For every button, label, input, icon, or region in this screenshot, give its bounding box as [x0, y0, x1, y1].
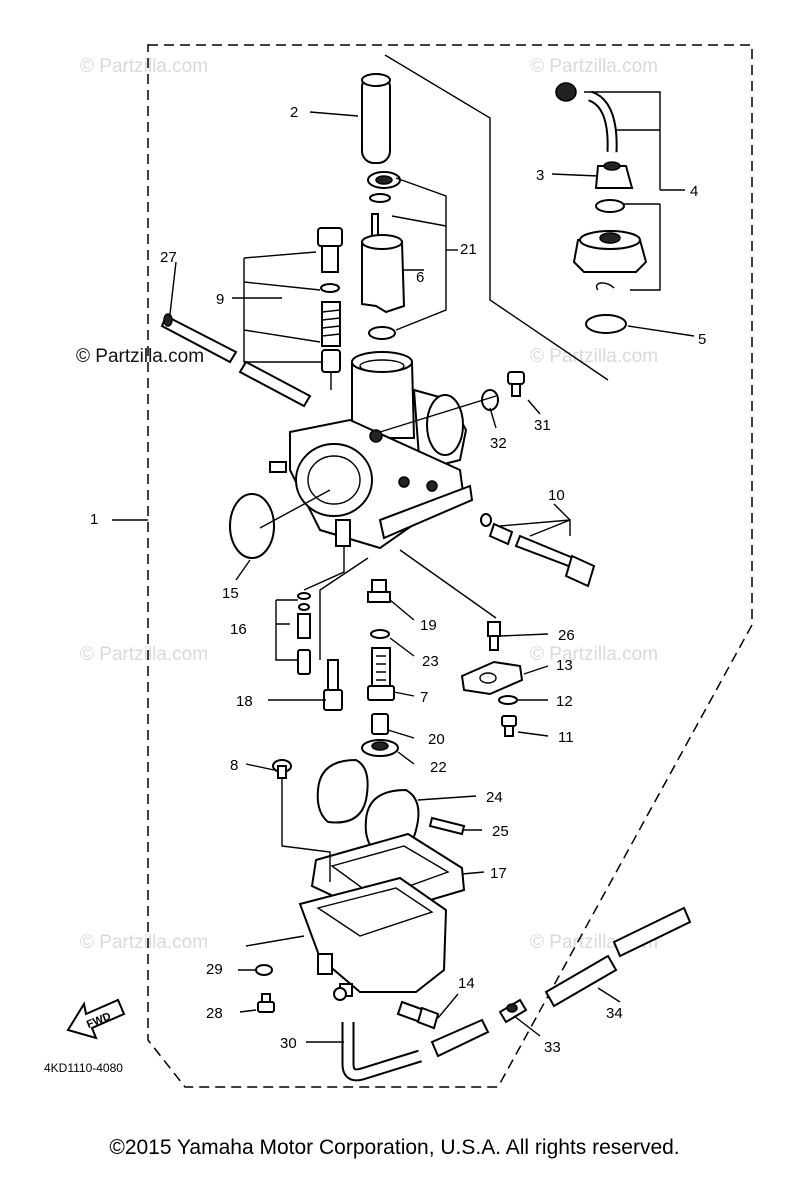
callout-27: 27	[160, 249, 177, 266]
part-31-screw	[507, 371, 525, 397]
callout-23: 23	[422, 653, 439, 670]
watermark: © Partzilla.com	[80, 56, 208, 77]
part-25-float-pin	[428, 816, 466, 836]
watermark: © Partzilla.com	[530, 346, 658, 367]
callout-31: 31	[534, 417, 551, 434]
part-12-washer	[498, 695, 518, 705]
part-28-drain-screw	[257, 993, 275, 1013]
callout-16: 16	[230, 621, 247, 638]
watermark: © Partzilla.com	[530, 644, 658, 665]
callout-1: 1	[90, 511, 98, 528]
callout-15: 15	[222, 585, 239, 602]
washer	[368, 326, 396, 340]
callout-34: 34	[606, 1005, 623, 1022]
part-18-jet-needle	[323, 659, 343, 711]
watermark: © Partzilla.com	[80, 932, 208, 953]
callout-30: 30	[280, 1035, 297, 1052]
leader-line	[384, 54, 609, 381]
callout-10: 10	[548, 487, 565, 504]
callout-11: 11	[558, 729, 574, 746]
callout-33: 33	[544, 1039, 561, 1056]
part-7-main-jet	[367, 647, 395, 701]
part-20-valve-seat	[371, 713, 389, 735]
part-9-needle-assembly	[317, 227, 343, 390]
watermark: © Partzilla.com	[80, 644, 208, 665]
callout-24: 24	[486, 789, 503, 806]
part-34-hose	[544, 906, 692, 1008]
part-26-pilot-jet	[487, 621, 501, 651]
callout-20: 20	[428, 731, 445, 748]
part-5-washer	[585, 314, 627, 334]
callout-26: 26	[558, 627, 575, 644]
carburetor-exploded-diagram: © Partzilla.com © Partzilla.com © Partzi…	[44, 44, 753, 1088]
callout-6: 6	[416, 269, 424, 286]
callout-14: 14	[458, 975, 475, 992]
callout-19: 19	[420, 617, 437, 634]
part-33-fitting	[498, 998, 528, 1024]
watermark-dark: © Partzilla.com	[76, 346, 204, 367]
callout-3: 3	[536, 167, 544, 184]
part-22-washer	[361, 739, 399, 757]
callout-32: 32	[490, 435, 507, 452]
part-8-screw	[272, 759, 292, 779]
watermark: © Partzilla.com	[530, 56, 658, 77]
part-16-pilot-screw	[297, 592, 311, 675]
diagram-code: 4KD1110-4080	[44, 1061, 123, 1075]
callout-28: 28	[206, 1005, 223, 1022]
part-11-screw	[501, 715, 517, 737]
callout-25: 25	[492, 823, 509, 840]
assembly-boundary	[147, 44, 753, 1088]
callout-12: 12	[556, 693, 573, 710]
part-6-throttle-slide	[361, 213, 406, 314]
part-1-carburetor-body	[269, 351, 474, 550]
part-19-needle-jet	[367, 579, 391, 603]
callout-18: 18	[236, 693, 253, 710]
part-27-pipe	[160, 313, 312, 408]
callout-7: 7	[420, 689, 428, 706]
part-21-clip	[367, 171, 401, 203]
part-13-plate-gasket	[460, 660, 524, 696]
callout-4: 4	[690, 183, 698, 200]
part-15-gasket	[229, 493, 275, 559]
callout-labels: 1 2 3 4 5 6 7 8 9 10 11 12 13 14 15 16 1…	[90, 104, 706, 1056]
part-10-idle-screw	[480, 513, 596, 588]
part-14-drain-screw	[396, 1000, 440, 1030]
callout-13: 13	[556, 657, 573, 674]
part-23-o-ring	[370, 629, 390, 639]
fwd-arrow-icon: FWD	[66, 998, 126, 1040]
leader-lines	[112, 91, 695, 1043]
part-2-tube	[361, 73, 391, 164]
callout-8: 8	[230, 757, 238, 774]
part-4-cable-adjuster	[555, 82, 648, 291]
callout-17: 17	[490, 865, 507, 882]
float-bowl	[298, 876, 448, 1001]
callout-9: 9	[216, 291, 224, 308]
part-30-overflow-hose	[341, 1018, 490, 1082]
copyright-notice: ©2015 Yamaha Motor Corporation, U.S.A. A…	[109, 1136, 680, 1159]
callout-5: 5	[698, 331, 706, 348]
callout-29: 29	[206, 961, 223, 978]
callout-22: 22	[430, 759, 447, 776]
part-29-washer	[255, 964, 273, 976]
callout-2: 2	[290, 104, 298, 121]
callout-21: 21	[460, 241, 477, 258]
